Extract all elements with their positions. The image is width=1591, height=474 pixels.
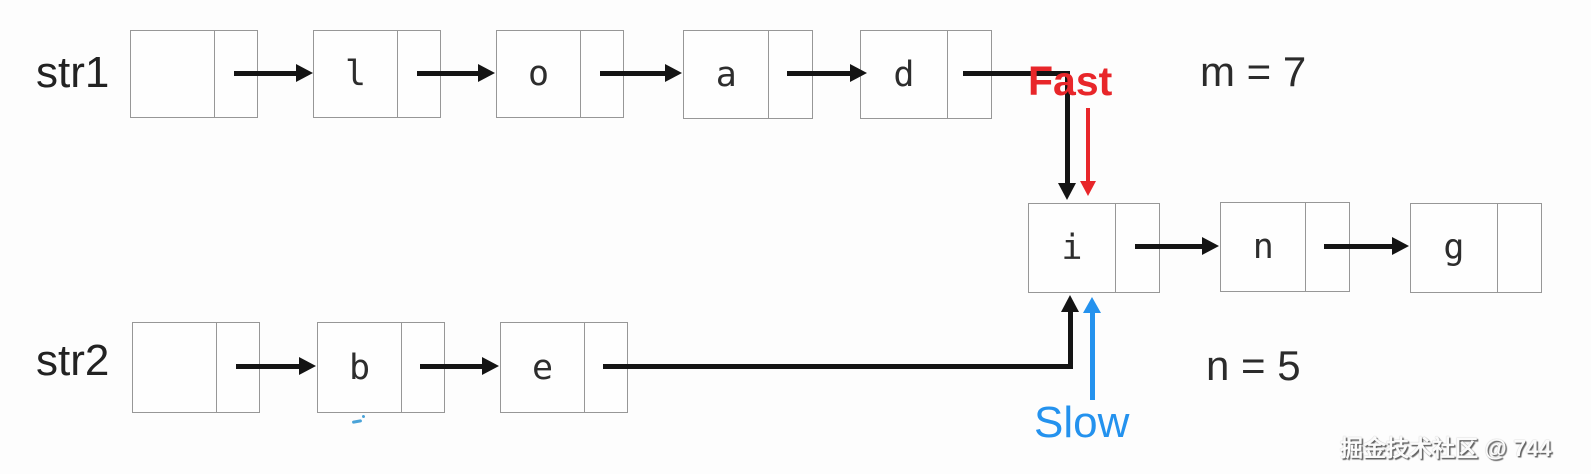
node-value-cell: o xyxy=(528,54,550,94)
arrowhead-icon xyxy=(1058,183,1076,200)
str2-length-text: n = 5 xyxy=(1206,342,1301,389)
arrowhead-icon xyxy=(299,357,316,375)
node-value-cell: b xyxy=(349,347,371,388)
arrowhead-icon xyxy=(665,64,682,82)
arrowhead-icon xyxy=(478,64,495,82)
arrowhead-icon xyxy=(482,357,499,375)
arrow-d-to-i-vertical xyxy=(1065,71,1070,183)
arrow-str1head-to-l xyxy=(234,71,296,76)
fast-arrowhead-icon xyxy=(1080,181,1096,196)
node-value-cell xyxy=(131,31,214,117)
node-g: g xyxy=(1410,203,1542,293)
arrow-o-to-a xyxy=(600,71,665,76)
node-l: l xyxy=(313,30,441,118)
node-pointer-cell xyxy=(216,323,259,412)
node-value-cell: g xyxy=(1443,228,1465,268)
arrow-e-to-i-horizontal xyxy=(603,364,1073,369)
node-pointer-cell xyxy=(214,31,257,117)
node-pointer-cell xyxy=(1496,204,1541,292)
node-value-cell: a xyxy=(715,54,737,95)
watermark-text: 掘金技术社区 @ 744 xyxy=(1340,435,1552,461)
arrow-l-to-o xyxy=(417,71,478,76)
arrowhead-icon xyxy=(1061,295,1079,312)
arrow-e-to-i-vertical xyxy=(1068,312,1073,369)
node-value-cell: d xyxy=(893,54,915,95)
arrow-d-to-i-horizontal xyxy=(963,71,1070,76)
arrow-a-to-d xyxy=(787,71,850,76)
node-pointer-cell xyxy=(401,323,444,412)
node-pointer-cell xyxy=(946,31,991,118)
arrowhead-icon xyxy=(296,64,313,82)
slow-pointer-arrow xyxy=(1090,313,1095,400)
node-a: a xyxy=(683,30,813,119)
node-value-cell: l xyxy=(345,54,367,94)
fast-pointer-label: Fast xyxy=(1028,58,1113,104)
ink-speck xyxy=(361,414,366,419)
node-pointer-cell xyxy=(1305,203,1349,291)
str1-label: str1 xyxy=(36,48,110,97)
str1-length-text: m = 7 xyxy=(1200,48,1307,95)
slow-pointer-label: Slow xyxy=(1034,398,1130,447)
node-pointer-cell xyxy=(1114,204,1159,292)
arrow-i-to-n xyxy=(1135,244,1202,249)
arrowhead-icon xyxy=(1202,237,1219,255)
arrow-n-to-g xyxy=(1324,244,1392,249)
arrowhead-icon xyxy=(850,64,867,82)
str2-label: str2 xyxy=(36,336,110,385)
node-value-cell: n xyxy=(1252,227,1274,267)
node-value-cell: e xyxy=(532,347,554,388)
fast-pointer-arrow xyxy=(1086,108,1090,181)
arrowhead-icon xyxy=(1392,237,1409,255)
node-pointer-cell xyxy=(768,31,812,118)
node-value-cell: i xyxy=(1061,228,1083,268)
arrow-b-to-e xyxy=(420,364,482,369)
ink-speck xyxy=(351,419,363,424)
node-pointer-cell xyxy=(580,31,623,117)
node-pointer-cell xyxy=(584,323,627,412)
arrow-str2head-to-b xyxy=(236,364,299,369)
node-value-cell xyxy=(133,323,216,412)
node-pointer-cell xyxy=(397,31,440,117)
slow-arrowhead-icon xyxy=(1083,297,1101,313)
